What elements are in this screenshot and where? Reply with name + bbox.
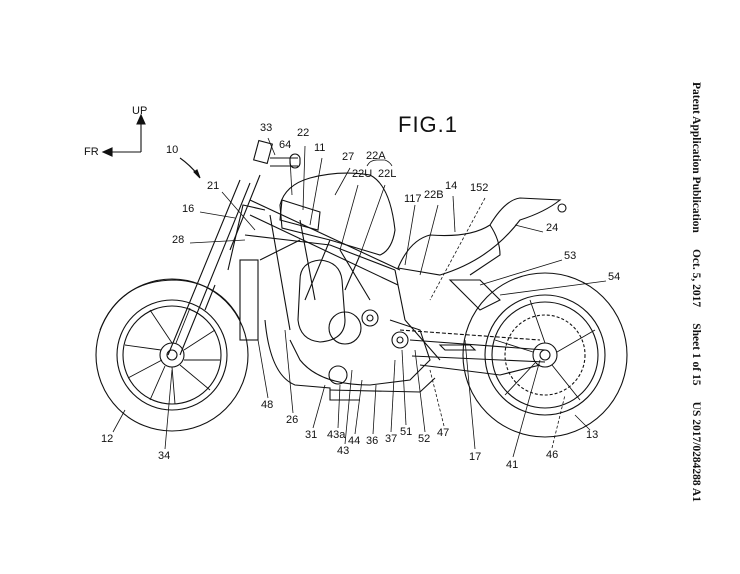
- leader-lines: [112, 137, 607, 458]
- ref-numeral: 41: [506, 459, 519, 471]
- ref-numeral: 47: [437, 427, 450, 439]
- ref-numeral: 33: [260, 122, 273, 134]
- ref-numeral: 31: [305, 429, 318, 441]
- ref-numeral: 43: [337, 445, 350, 457]
- swing-arm: [399, 329, 546, 376]
- ref-numeral: 44: [348, 435, 361, 447]
- ref-numeral: 17: [469, 451, 482, 463]
- direction-up-label: UP: [132, 105, 148, 117]
- ref-numeral: 26: [286, 414, 299, 426]
- direction-arrows: [101, 113, 146, 157]
- ref-numeral: 34: [158, 450, 171, 462]
- publication-number: US 2017/0284288 A1: [690, 401, 702, 502]
- sheet-number: Sheet 1 of 15: [690, 323, 702, 386]
- ref-numeral: 12: [101, 433, 114, 445]
- ref-numeral: 37: [385, 433, 398, 445]
- ref-numeral: 54: [608, 271, 621, 283]
- exhaust-pipe: [264, 319, 360, 401]
- front-fork: [167, 139, 301, 356]
- ref-numeral: 36: [366, 435, 379, 447]
- publication-date: Oct. 5, 2017: [690, 248, 702, 308]
- figure-title: FIG.1: [398, 112, 459, 137]
- ref-numeral: 22L: [378, 168, 397, 180]
- ref-numeral: 11: [314, 142, 326, 154]
- seat-tail: [397, 197, 567, 311]
- ref-numeral: 43a: [327, 429, 346, 441]
- ref-numeral: 13: [586, 429, 599, 441]
- ref-numeral: 24: [546, 222, 559, 234]
- ref-numeral: 64: [279, 139, 292, 151]
- ref-numeral: 21: [207, 180, 220, 192]
- ref-numeral: 28: [172, 234, 185, 246]
- ref-numeral: 22U: [352, 168, 373, 180]
- ref-numeral: 152: [470, 182, 489, 194]
- radiator: [239, 259, 259, 341]
- fuel-tank: [279, 172, 396, 256]
- ref-numeral: 51: [400, 426, 413, 438]
- publication-label: Patent Application Publication: [690, 82, 702, 233]
- rear-wheel: [462, 272, 628, 438]
- frame: [244, 199, 441, 361]
- ref-numeral: 48: [261, 399, 274, 411]
- ref-numeral: 117: [404, 193, 422, 205]
- ref-numeral: 46: [546, 449, 559, 461]
- ref-numeral: 14: [445, 180, 458, 192]
- ref-numeral: 53: [564, 250, 577, 262]
- direction-front-label: FR: [84, 146, 99, 158]
- ref-numeral: 22: [297, 127, 310, 139]
- ref-numeral: 52: [418, 433, 431, 445]
- patent-header: Patent Application Publication Oct. 5, 2…: [688, 82, 704, 502]
- ref-numeral: 22B: [424, 189, 444, 201]
- ref-numeral: 27: [342, 151, 355, 163]
- ref-numeral: 10: [166, 144, 179, 156]
- ref-numeral: 22A: [366, 150, 386, 162]
- front-wheel: [95, 278, 249, 432]
- ref-numeral: 16: [182, 203, 195, 215]
